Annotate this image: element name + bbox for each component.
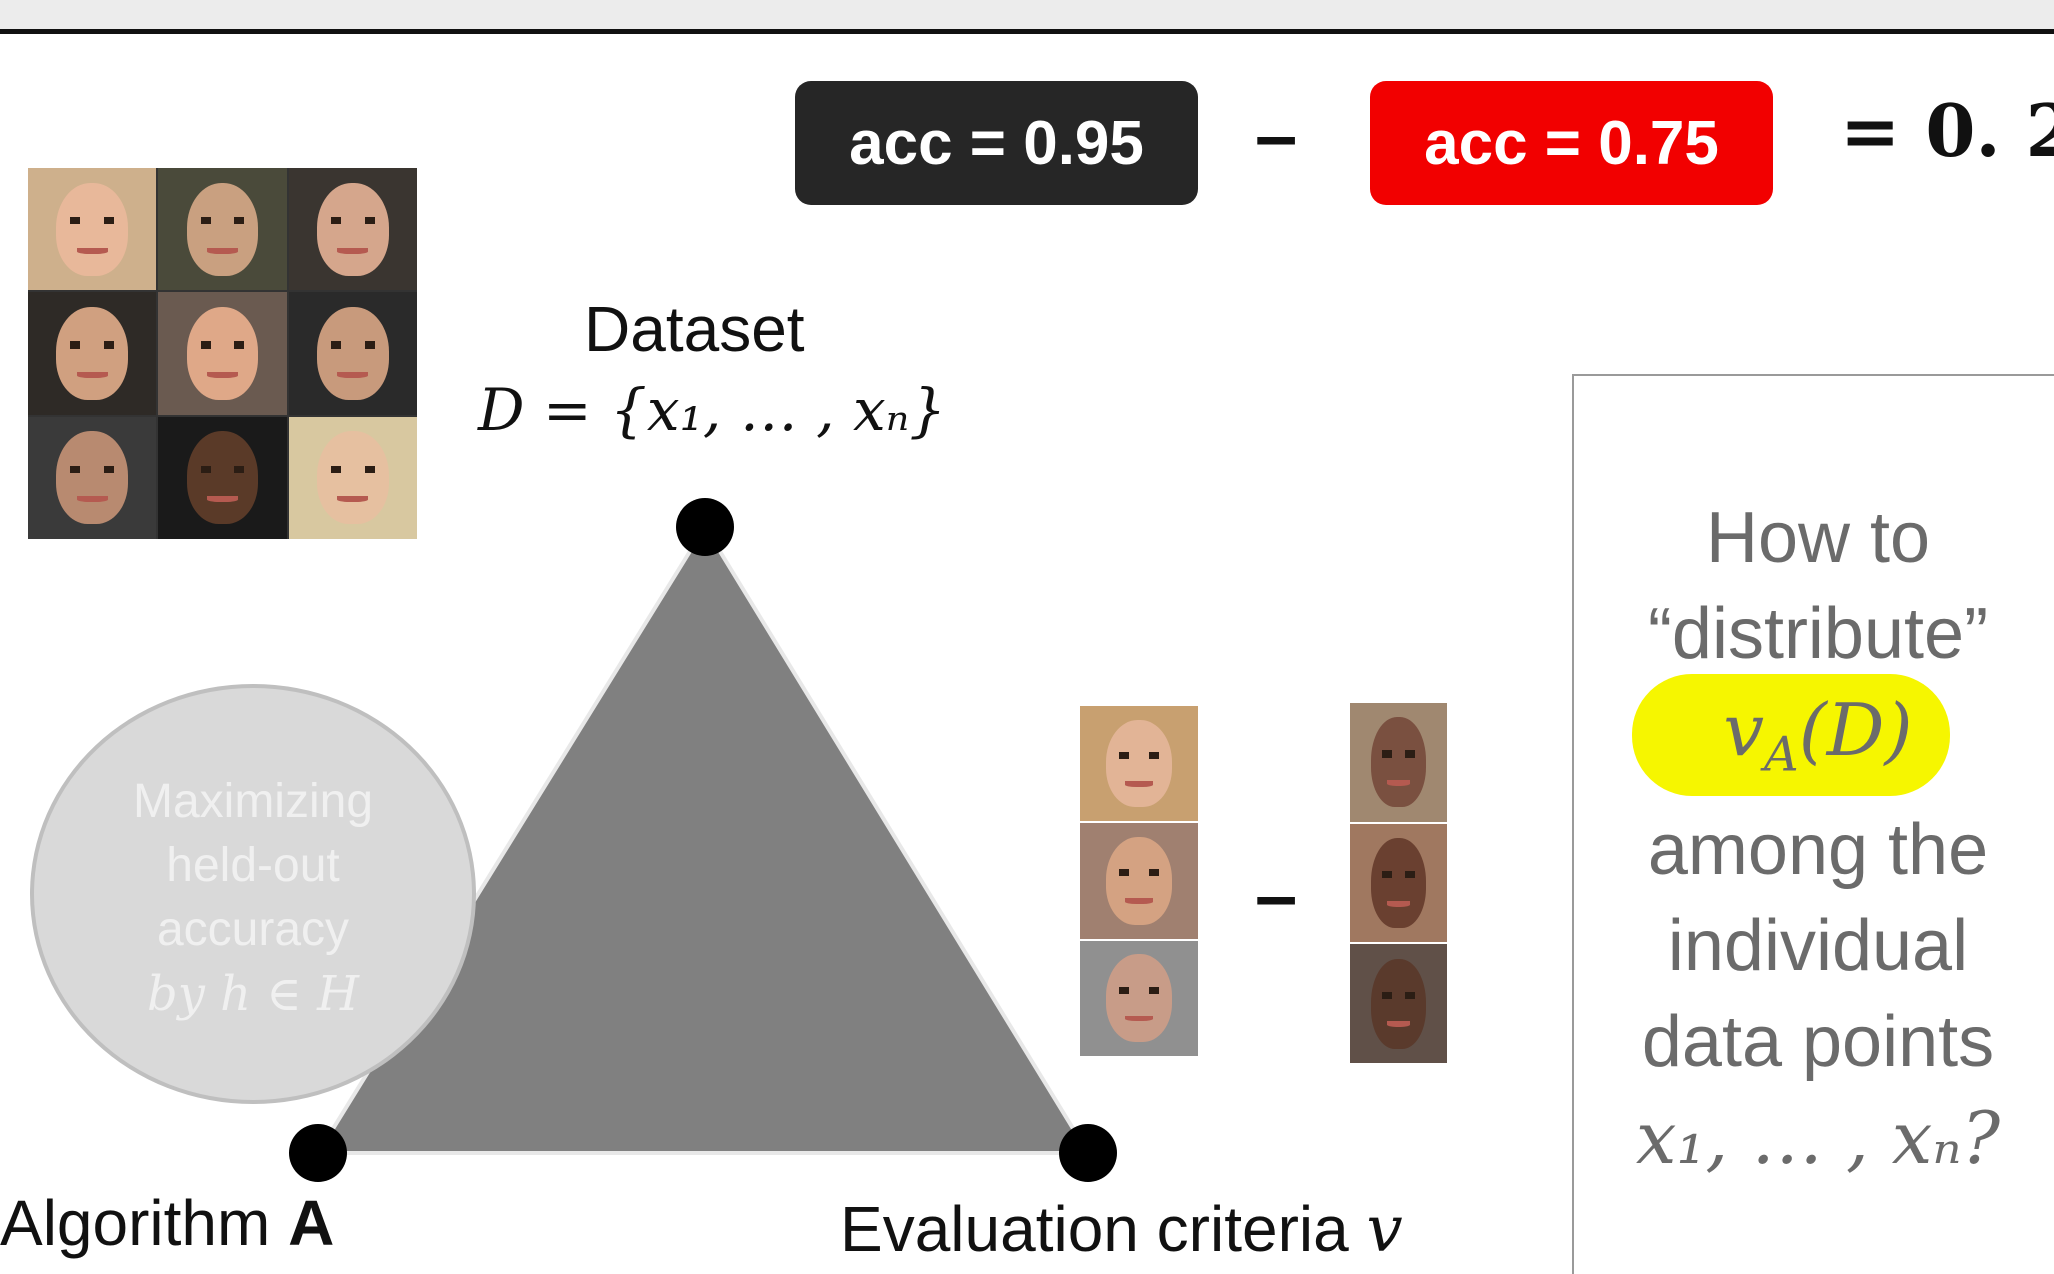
accuracy-pill-reduced: acc = 0.75 <box>1370 81 1773 205</box>
face-head <box>186 431 259 525</box>
face-head <box>1105 719 1173 808</box>
face-head <box>56 307 129 400</box>
face-eyes <box>200 465 245 473</box>
face-mouth <box>76 371 108 378</box>
objective-text: Maximizing held-out accuracy by h ∈ H <box>30 770 476 1026</box>
face-mouth <box>337 247 369 254</box>
face-column-right <box>1350 703 1447 1064</box>
face-head <box>316 431 389 525</box>
face-photo <box>158 168 287 291</box>
vertex-dataset <box>676 498 734 556</box>
value-function-subscript: A <box>1764 726 1799 783</box>
question-line-6: x₁, … , xₙ? <box>1635 1096 2001 1181</box>
face-eyes <box>70 465 114 473</box>
face-mouth <box>1124 898 1154 905</box>
face-eyes <box>1382 750 1415 758</box>
face-photo-left <box>1080 940 1198 1056</box>
objective-line-2: held-out <box>166 839 340 892</box>
face-head <box>186 182 259 276</box>
evaluation-label-text: Evaluation criteria <box>840 1193 1367 1265</box>
face-photo <box>158 292 287 415</box>
minus-sign-top: – <box>1255 93 1298 178</box>
face-head <box>1105 837 1173 925</box>
algorithm-label: Algorithm A <box>0 1186 334 1260</box>
highlight-marker <box>1632 674 1950 796</box>
face-mouth <box>337 496 369 503</box>
face-eyes <box>200 341 245 349</box>
dataset-formula: D = {x₁, … , xₙ} <box>478 376 947 444</box>
question-line-2: “distribute” <box>1647 594 1989 674</box>
face-eyes <box>1382 991 1415 999</box>
face-photo <box>288 292 417 415</box>
face-mouth <box>1386 1021 1411 1028</box>
face-photo-right <box>1350 703 1447 822</box>
face-head <box>1105 954 1173 1043</box>
face-eyes <box>200 216 245 225</box>
face-eyes <box>331 216 375 225</box>
face-mouth <box>1386 900 1411 907</box>
objective-line-4: by h ∈ H <box>147 966 359 1022</box>
face-mouth <box>207 371 238 378</box>
face-head <box>1371 958 1426 1049</box>
face-eyes <box>70 341 114 349</box>
face-mouth <box>337 371 369 378</box>
dataset-title: Dataset <box>584 293 805 365</box>
algorithm-symbol: A <box>288 1187 335 1259</box>
question-value-function: vA(D) <box>1723 688 1913 783</box>
face-photo <box>28 416 157 539</box>
question-line-1: How to <box>1705 498 1931 578</box>
face-photo <box>288 168 417 291</box>
algorithm-label-text: Algorithm <box>0 1187 289 1259</box>
minus-sign-middle: – <box>1255 853 1298 938</box>
face-mouth <box>1124 1015 1154 1022</box>
question-box <box>1572 374 2054 1274</box>
face-head <box>186 307 259 400</box>
top-bar <box>0 0 2054 34</box>
face-head <box>1371 837 1426 929</box>
face-photo <box>28 292 157 415</box>
objective-circle <box>30 684 476 1104</box>
face-mouth <box>1386 780 1411 787</box>
vertex-evaluation <box>1059 1124 1117 1182</box>
face-photo <box>288 416 417 539</box>
face-eyes <box>70 216 114 225</box>
question-line-3: among the <box>1647 810 1989 891</box>
accuracy-pill-full: acc = 0.95 <box>795 81 1198 205</box>
face-head <box>316 307 389 400</box>
face-head <box>56 182 129 276</box>
face-photo <box>28 168 157 291</box>
evaluation-label: Evaluation criteria v <box>840 1192 1403 1267</box>
face-mouth <box>207 247 238 254</box>
face-photo-left <box>1080 823 1198 939</box>
face-photo-right <box>1350 944 1447 1064</box>
triangle-shape <box>314 523 1092 1155</box>
face-eyes <box>1382 871 1415 879</box>
objective-line-3: accuracy <box>156 903 350 956</box>
face-head <box>1371 717 1426 808</box>
face-image-grid <box>28 168 417 539</box>
face-mouth <box>76 496 108 503</box>
face-column-left <box>1080 706 1198 1056</box>
evaluation-symbol: v <box>1366 1193 1403 1267</box>
face-photo-left <box>1080 706 1198 822</box>
face-eyes <box>331 341 375 349</box>
face-head <box>56 431 129 525</box>
face-mouth <box>1124 780 1154 787</box>
question-line-5: data points <box>1641 1002 1995 1083</box>
face-eyes <box>1118 986 1160 994</box>
face-photo <box>158 416 287 539</box>
face-eyes <box>331 465 375 473</box>
question-text: How to “distribute” vA(D) among the indi… <box>1572 490 2054 1186</box>
face-mouth <box>76 247 108 254</box>
face-mouth <box>207 496 238 503</box>
vertex-algorithm <box>289 1124 347 1182</box>
face-photo-right <box>1350 823 1447 943</box>
objective-line-1: Maximizing <box>132 775 374 828</box>
difference-result: = 0. 2 <box>1840 88 2054 173</box>
question-line-4: individual <box>1667 906 1969 987</box>
face-eyes <box>1118 752 1160 760</box>
face-eyes <box>1118 869 1160 877</box>
face-head <box>316 182 389 276</box>
